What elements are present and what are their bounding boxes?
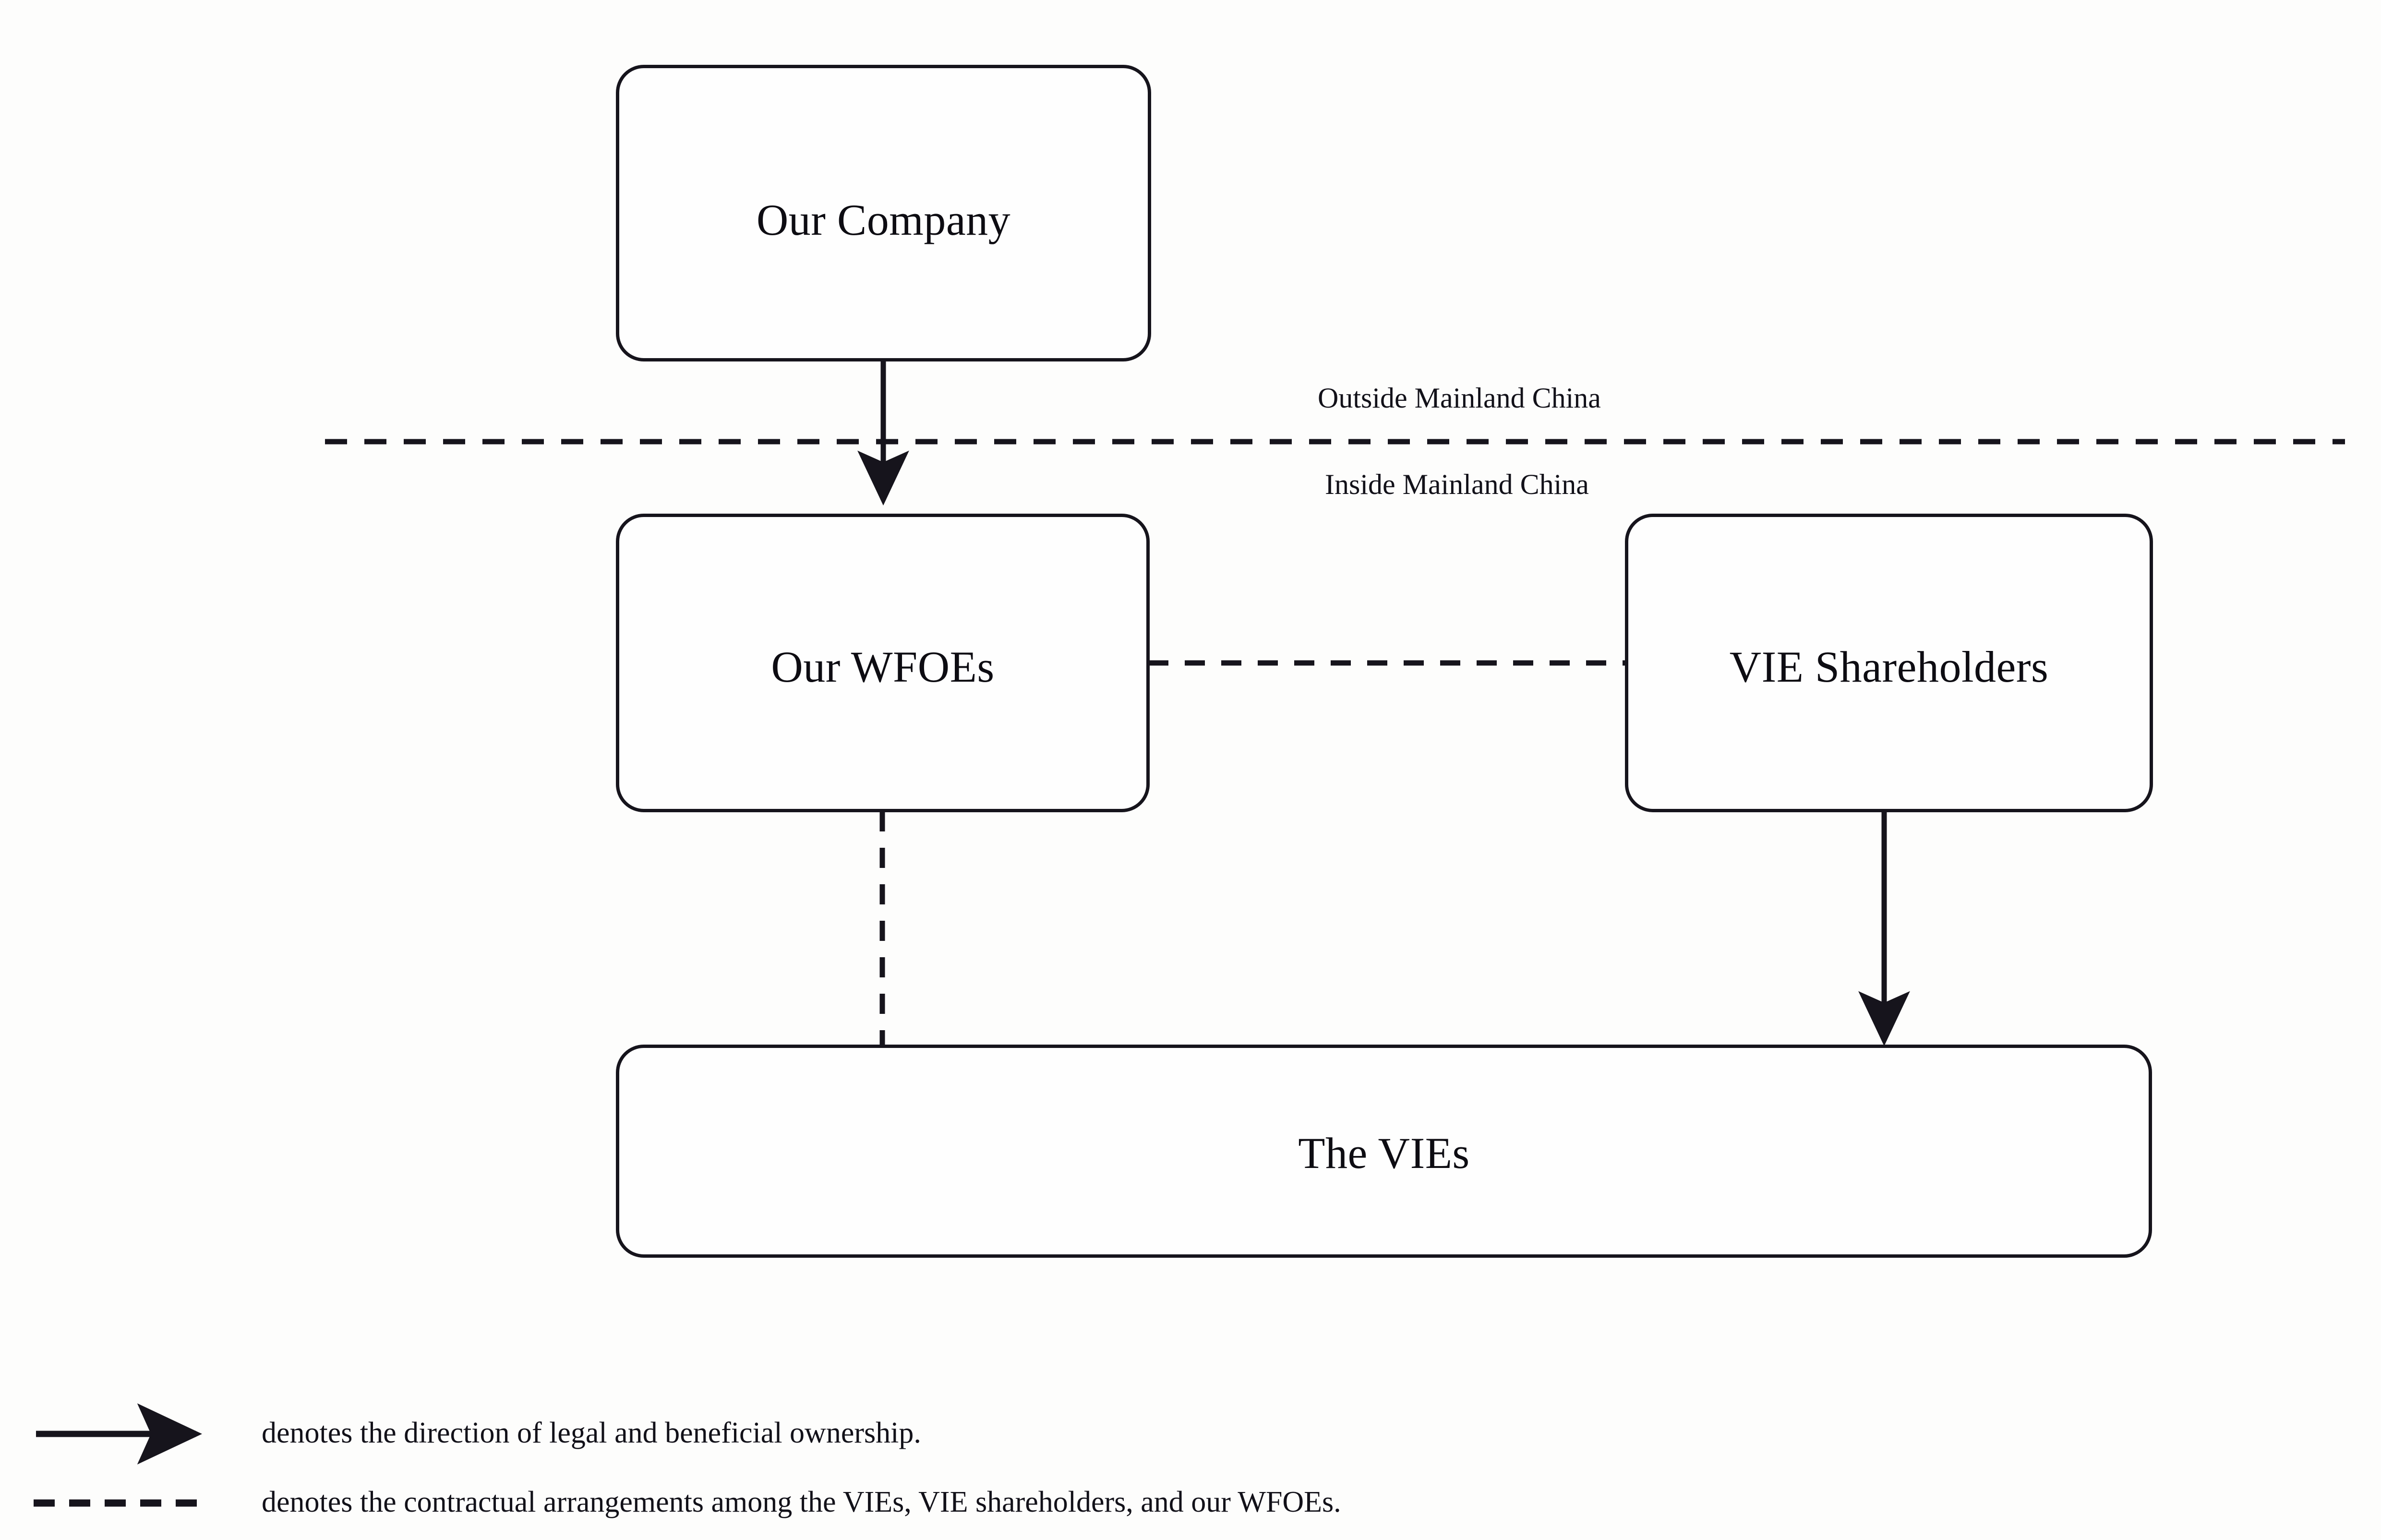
node-our-wfoes-label: Our WFOEs <box>771 642 995 691</box>
node-the-vies-label: The VIEs <box>1298 1129 1470 1178</box>
node-the-vies[interactable]: The VIEs <box>616 1045 2152 1258</box>
legend-item-contractual-text: denotes the contractual arrangements amo… <box>262 1486 1341 1518</box>
region-label-outside-mainland-china: Outside Mainland China <box>1318 382 1601 414</box>
node-our-company[interactable]: Our Company <box>616 65 1151 361</box>
node-vie-shareholders-label: VIE Shareholders <box>1729 642 2049 691</box>
node-vie-shareholders[interactable]: VIE Shareholders <box>1625 514 2153 812</box>
region-label-inside-mainland-china: Inside Mainland China <box>1325 469 1589 500</box>
node-our-company-label: Our Company <box>756 195 1011 244</box>
legend-item-ownership-text: denotes the direction of legal and benef… <box>262 1417 921 1449</box>
node-our-wfoes[interactable]: Our WFOEs <box>616 514 1150 812</box>
